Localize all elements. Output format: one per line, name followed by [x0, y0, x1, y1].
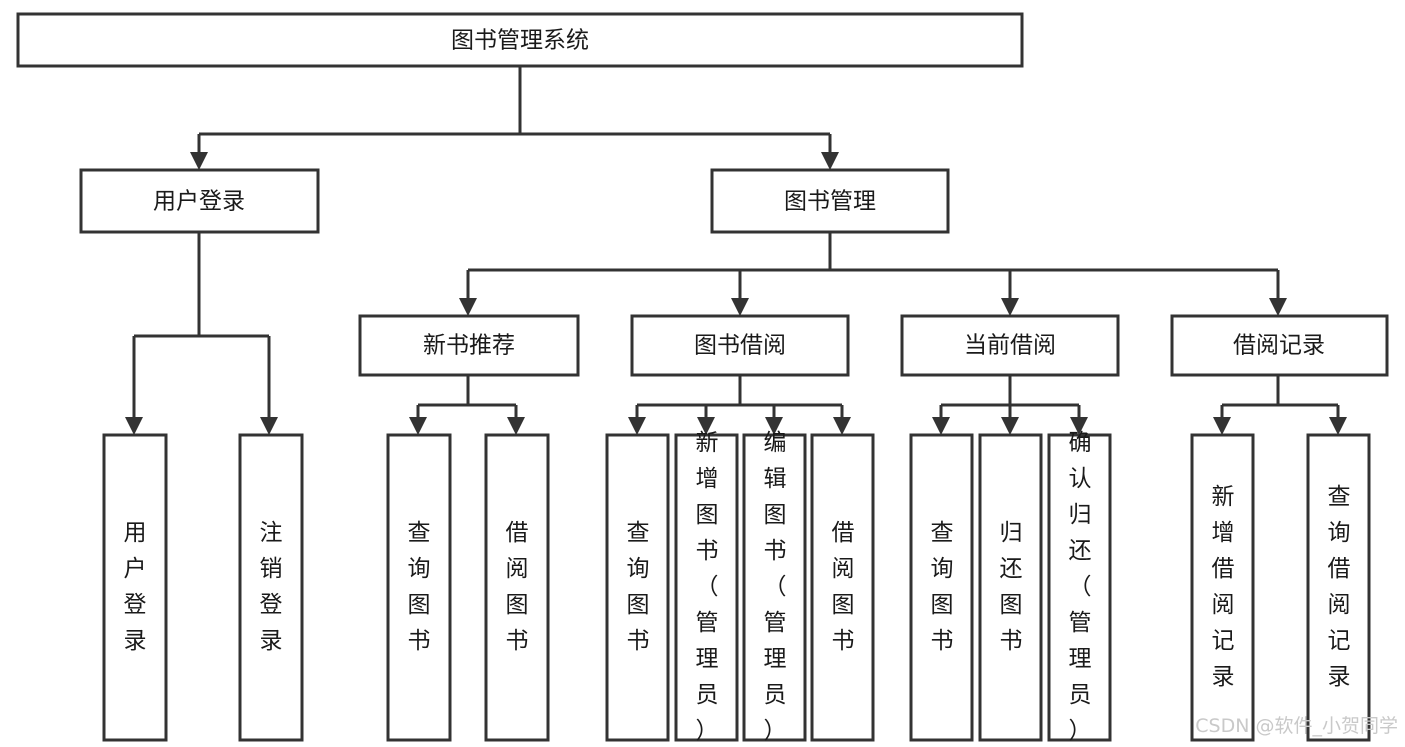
- node-user-login-label: 用户登录: [153, 189, 245, 215]
- node-book-borrow-label: 图书借阅: [694, 333, 786, 359]
- leaf-label: 查询借阅记录: [1328, 484, 1351, 690]
- leaf-node[interactable]: 新增图书（管理员）: [674, 430, 739, 744]
- node-root[interactable]: 图书管理系统: [16, 12, 1024, 68]
- leaf-label: 借阅图书: [506, 520, 529, 654]
- leaf-node[interactable]: 借阅图书: [484, 433, 550, 742]
- leaf-node[interactable]: 用户登录: [102, 433, 168, 742]
- leaf-node[interactable]: 确认归还（管理员）: [1047, 430, 1112, 744]
- leaf-label: 用户登录: [124, 520, 147, 654]
- leaf-label: 归还图书: [1000, 520, 1023, 654]
- leaf-label: 查询图书: [931, 520, 954, 654]
- leaf-group-borrow-record: 新增借阅记录 查询借阅记录: [1190, 433, 1371, 742]
- leaf-node[interactable]: 归还图书: [978, 433, 1043, 742]
- leaf-node[interactable]: 借阅图书: [810, 433, 875, 742]
- leaf-group-new-book: 查询图书 借阅图书: [386, 433, 550, 742]
- leaf-group-user-login: 用户登录 注销登录: [102, 433, 304, 742]
- node-book-management-label: 图书管理: [784, 189, 876, 215]
- leaf-node[interactable]: 查询图书: [386, 433, 452, 742]
- leaf-label: 新增借阅记录: [1212, 484, 1235, 690]
- leaf-node[interactable]: 注销登录: [238, 433, 304, 742]
- leaf-label: 查询图书: [627, 520, 650, 654]
- leaf-label: 编辑图书（管理员）: [764, 430, 787, 744]
- node-borrow-record[interactable]: 借阅记录: [1170, 314, 1389, 377]
- leaf-label: 注销登录: [260, 520, 283, 654]
- edge-group-current-borrow: [932, 375, 1088, 435]
- leaf-node[interactable]: 查询图书: [909, 433, 974, 742]
- leaf-label: 新增图书（管理员）: [696, 430, 719, 744]
- node-book-borrow[interactable]: 图书借阅: [630, 314, 850, 377]
- edge-group-book-borrow: [628, 375, 851, 435]
- leaf-node[interactable]: 编辑图书（管理员）: [742, 430, 807, 744]
- leaf-node[interactable]: 新增借阅记录: [1190, 433, 1255, 742]
- leaf-group-book-borrow: 查询图书 新增图书（管理员） 编辑图书（管理员） 借阅图书: [605, 430, 875, 744]
- edge-group-user-login: [125, 232, 278, 435]
- leaf-label: 借阅图书: [832, 520, 855, 654]
- csdn-watermark: CSDN @软件_小贺同学: [1195, 715, 1398, 737]
- edge-group-book-management: [459, 232, 1287, 316]
- leaf-label: 确认归还（管理员）: [1069, 430, 1092, 744]
- node-current-borrow-label: 当前借阅: [964, 333, 1056, 359]
- node-new-book[interactable]: 新书推荐: [358, 314, 580, 377]
- leaf-node[interactable]: 查询借阅记录: [1306, 433, 1371, 742]
- node-new-book-label: 新书推荐: [423, 333, 515, 359]
- node-current-borrow[interactable]: 当前借阅: [900, 314, 1120, 377]
- node-borrow-record-label: 借阅记录: [1233, 333, 1325, 359]
- node-root-label: 图书管理系统: [451, 28, 589, 54]
- node-book-management[interactable]: 图书管理: [710, 168, 950, 234]
- edge-group-root: [190, 66, 839, 170]
- node-user-login[interactable]: 用户登录: [79, 168, 320, 234]
- edge-group-borrow-record: [1213, 375, 1347, 435]
- edge-group-new-book: [409, 375, 525, 435]
- leaf-label: 查询图书: [408, 520, 431, 654]
- leaf-group-current-borrow: 查询图书 归还图书 确认归还（管理员）: [909, 430, 1112, 744]
- leaf-node[interactable]: 查询图书: [605, 433, 670, 742]
